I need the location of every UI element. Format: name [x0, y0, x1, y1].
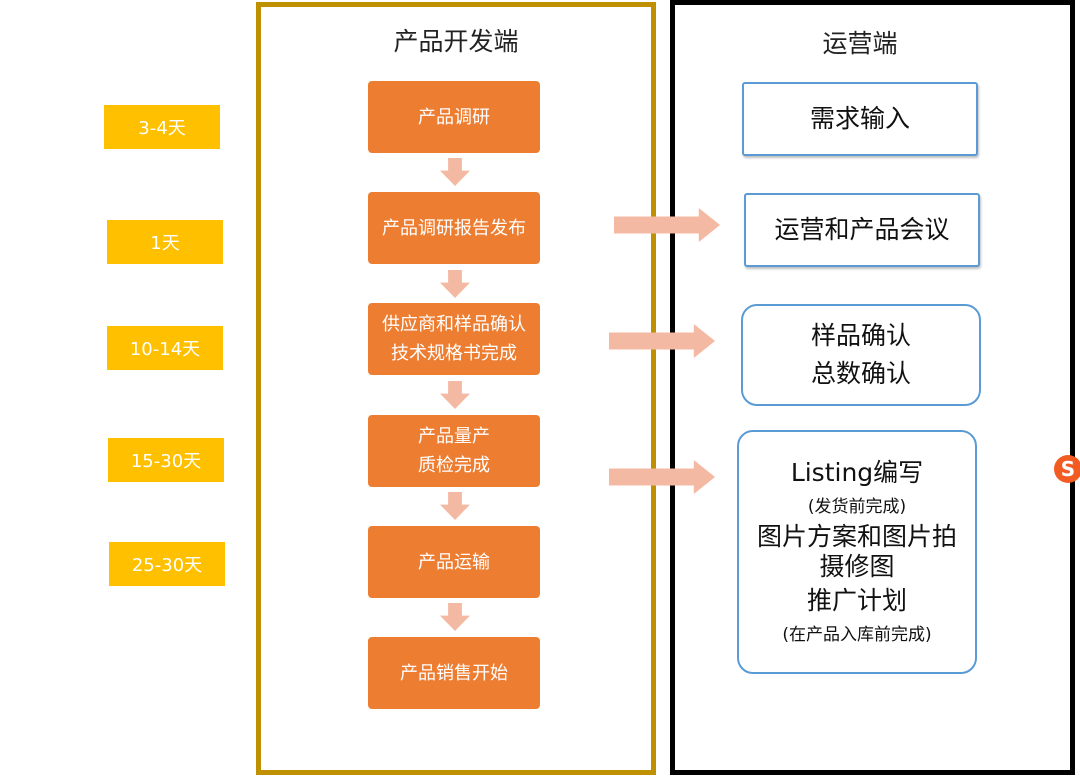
- step-supplier-sample: 供应商和样品确认 技术规格书完成: [368, 303, 540, 375]
- step-line: 产品调研报告发布: [382, 217, 526, 239]
- ops-box-text: 图片方案和图片拍: [756, 522, 957, 551]
- duration-label: 25-30天: [109, 542, 225, 586]
- step-line: 产品量产: [418, 426, 490, 447]
- ops-box-note: (发货前完成): [807, 497, 907, 517]
- sogou-ime-icon[interactable]: S: [1054, 455, 1080, 483]
- step-line: 产品销售开始: [400, 662, 508, 684]
- operations-column: [670, 0, 1075, 775]
- step-line: 技术规格书完成: [391, 343, 517, 364]
- step-research-report: 产品调研报告发布: [368, 192, 540, 264]
- ops-box-requirement-input: 需求输入: [742, 82, 978, 156]
- ops-box-ops-meeting: 运营和产品会议: [744, 193, 980, 267]
- duration-label: 3-4天: [104, 105, 220, 149]
- ops-box-sample-confirm: 样品确认 总数确认: [741, 304, 981, 406]
- step-line: 产品调研: [418, 106, 490, 128]
- step-line: 供应商和样品确认: [382, 314, 526, 335]
- product-dev-title: 产品开发端: [393, 27, 519, 56]
- ops-box-note: (在产品入库前完成): [782, 625, 932, 645]
- ops-box-text: 摄修图: [819, 552, 895, 581]
- step-line: 质检完成: [418, 455, 490, 476]
- ops-box-text: 推广计划: [806, 586, 907, 615]
- operations-title: 运营端: [822, 29, 898, 58]
- step-mass-production: 产品量产 质检完成: [368, 415, 540, 487]
- ops-box-text: 总数确认: [810, 359, 911, 388]
- ops-box-text: 运营和产品会议: [774, 215, 950, 244]
- step-product-research: 产品调研: [368, 81, 540, 153]
- step-sales-start: 产品销售开始: [368, 637, 540, 709]
- ops-box-listing-plan: Listing编写 (发货前完成) 图片方案和图片拍 摄修图 推广计划 (在产品…: [737, 430, 977, 674]
- duration-label: 15-30天: [108, 438, 224, 482]
- ops-box-text: 需求输入: [809, 104, 910, 133]
- product-dev-column: [256, 2, 656, 775]
- ops-box-text: Listing编写: [790, 458, 924, 487]
- duration-label: 10-14天: [107, 326, 223, 370]
- step-shipping: 产品运输: [368, 526, 540, 598]
- duration-label: 1天: [107, 220, 223, 264]
- step-line: 产品运输: [418, 551, 490, 573]
- ops-box-text: 样品确认: [810, 321, 911, 350]
